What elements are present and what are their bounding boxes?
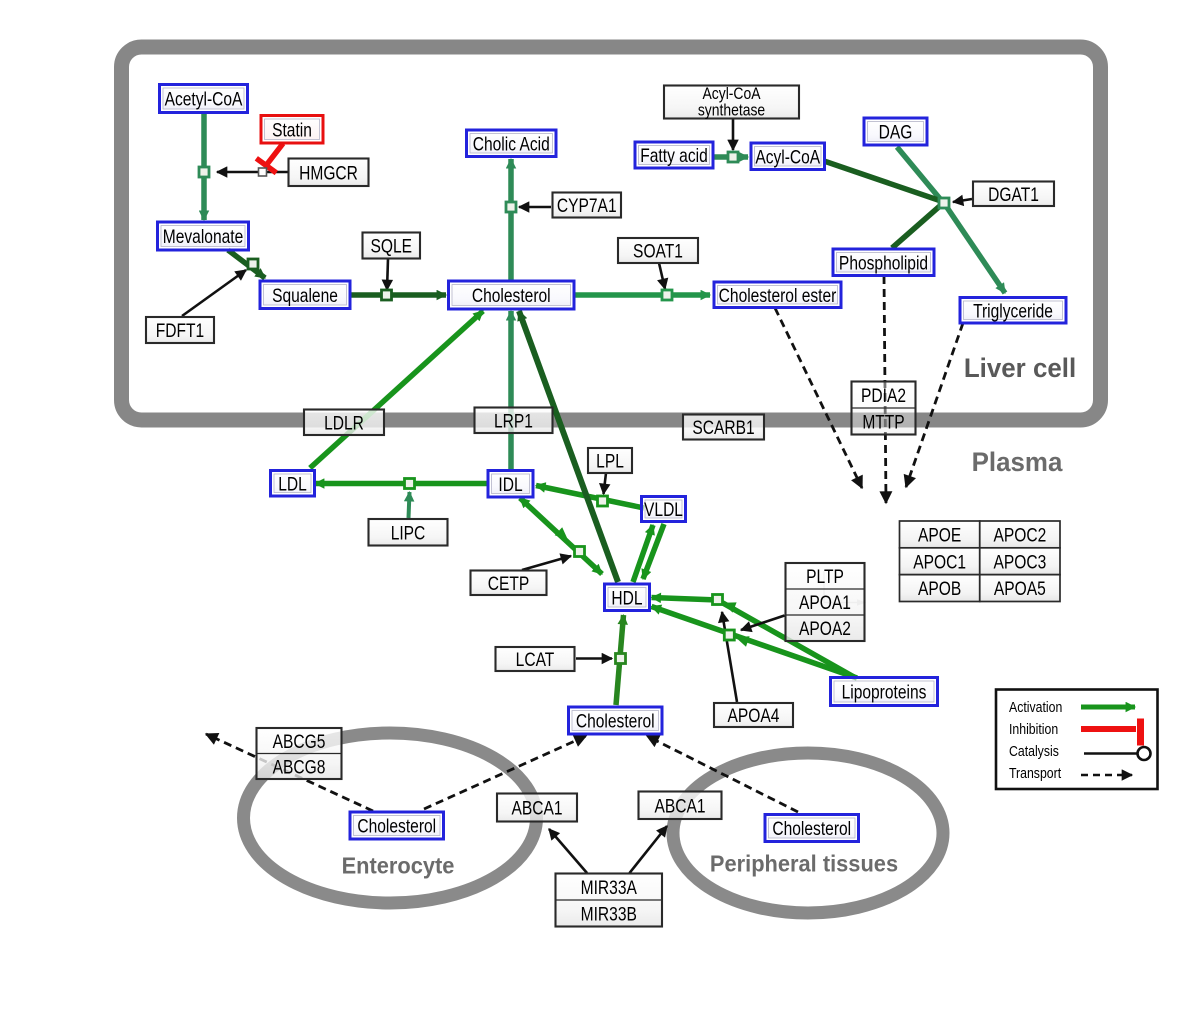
svg-text:Squalene: Squalene <box>272 284 338 306</box>
svg-text:Enterocyte: Enterocyte <box>342 853 455 879</box>
svg-text:MTTP: MTTP <box>862 411 904 433</box>
svg-text:Cholic Acid: Cholic Acid <box>473 133 550 155</box>
svg-text:CYP7A1: CYP7A1 <box>557 195 617 217</box>
svg-text:APOA4: APOA4 <box>728 705 780 727</box>
svg-text:IDL: IDL <box>498 473 523 495</box>
svg-text:FDFT1: FDFT1 <box>156 320 204 342</box>
svg-text:Acyl-CoA: Acyl-CoA <box>755 146 820 168</box>
svg-text:MIR33B: MIR33B <box>581 903 637 925</box>
svg-text:HDL: HDL <box>611 587 642 609</box>
svg-text:Activation: Activation <box>1009 699 1062 715</box>
svg-text:Cholesterol: Cholesterol <box>576 710 655 732</box>
svg-text:APOB: APOB <box>918 578 961 600</box>
svg-text:Cholesterol: Cholesterol <box>357 815 436 837</box>
svg-text:Statin: Statin <box>272 119 312 141</box>
svg-text:PDIA2: PDIA2 <box>861 384 906 406</box>
svg-text:Triglyceride: Triglyceride <box>973 300 1053 322</box>
svg-text:APOA5: APOA5 <box>994 578 1046 600</box>
svg-text:MIR33A: MIR33A <box>581 876 638 898</box>
svg-text:HMGCR: HMGCR <box>299 162 358 184</box>
svg-text:LCAT: LCAT <box>516 649 555 671</box>
svg-text:synthetase: synthetase <box>698 101 765 120</box>
svg-text:Transport: Transport <box>1009 765 1061 781</box>
svg-text:LRP1: LRP1 <box>494 410 533 432</box>
svg-text:ABCG8: ABCG8 <box>273 756 326 778</box>
svg-text:LDLR: LDLR <box>324 412 364 434</box>
svg-text:Plasma: Plasma <box>972 447 1063 478</box>
svg-text:SOAT1: SOAT1 <box>633 240 683 262</box>
svg-text:ABCA1: ABCA1 <box>654 795 705 817</box>
svg-text:LIPC: LIPC <box>391 522 426 544</box>
svg-text:Lipoproteins: Lipoproteins <box>842 681 927 703</box>
svg-text:Phospholipid: Phospholipid <box>839 252 928 274</box>
svg-text:Acetyl-CoA: Acetyl-CoA <box>165 88 243 110</box>
svg-text:APOA2: APOA2 <box>799 618 851 640</box>
svg-text:APOA1: APOA1 <box>799 592 851 614</box>
svg-text:CETP: CETP <box>488 572 530 594</box>
svg-text:ABCA1: ABCA1 <box>511 797 562 819</box>
svg-text:Cholesterol ester: Cholesterol ester <box>719 284 837 306</box>
svg-text:LDL: LDL <box>278 473 307 495</box>
svg-text:SQLE: SQLE <box>370 235 412 257</box>
svg-text:SCARB1: SCARB1 <box>692 417 754 439</box>
svg-text:LPL: LPL <box>596 450 624 472</box>
svg-text:APOC3: APOC3 <box>993 551 1046 573</box>
svg-text:Cholesterol: Cholesterol <box>772 818 851 840</box>
svg-text:APOC1: APOC1 <box>913 551 966 573</box>
svg-text:Peripheral tissues: Peripheral tissues <box>710 851 898 877</box>
svg-text:APOE: APOE <box>918 524 961 546</box>
svg-text:Fatty acid: Fatty acid <box>640 145 707 167</box>
svg-text:Catalysis: Catalysis <box>1009 743 1059 759</box>
svg-text:ABCG5: ABCG5 <box>273 730 326 752</box>
svg-text:Acyl-CoA: Acyl-CoA <box>702 85 761 104</box>
svg-text:DGAT1: DGAT1 <box>988 183 1039 205</box>
svg-text:Inhibition: Inhibition <box>1009 721 1058 737</box>
svg-text:Liver cell: Liver cell <box>964 353 1076 384</box>
svg-text:PLTP: PLTP <box>806 566 844 588</box>
svg-text:VLDL: VLDL <box>644 499 683 521</box>
svg-text:Cholesterol: Cholesterol <box>472 285 551 307</box>
svg-text:APOC2: APOC2 <box>993 524 1046 546</box>
svg-text:Mevalonate: Mevalonate <box>163 226 243 248</box>
svg-text:DAG: DAG <box>879 121 913 143</box>
